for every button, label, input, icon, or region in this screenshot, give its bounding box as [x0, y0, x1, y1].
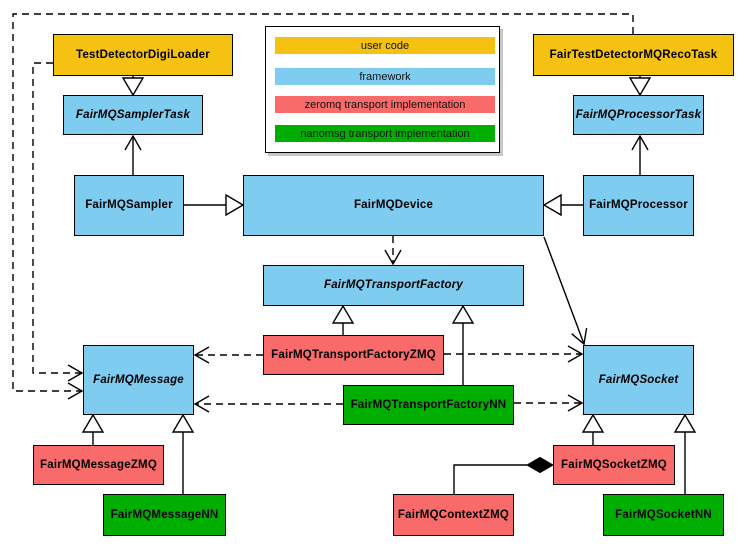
legend-item-nanomsg: nanomsg transport implementation: [275, 125, 495, 142]
class-box-fairmqsocket: FairMQSocket: [583, 345, 694, 415]
class-box-fairmqprocessortask: FairMQProcessorTask: [573, 95, 704, 135]
edge-recotask-message: [12, 13, 634, 400]
class-box-fairmqtransportfactorynn: FairMQTransportFactoryNN: [343, 385, 514, 425]
class-box-fairmqsocketnn: FairMQSocketNN: [603, 494, 724, 536]
class-box-fairmqsocketzmq: FairMQSocketZMQ: [553, 445, 675, 485]
class-box-fairmqtransportfactoryzmq: FairMQTransportFactoryZMQ: [263, 335, 444, 375]
legend-item-framework: framework: [275, 68, 495, 85]
composition-diamond-icon: [525, 456, 555, 474]
class-box-fairmqprocessor: FairMQProcessor: [583, 175, 694, 236]
class-box-fairmqcontextzmq: FairMQContextZMQ: [393, 494, 514, 536]
edge-contextzmq-socketzmq: [453, 464, 527, 494]
legend-label-framework: framework: [359, 70, 411, 83]
class-box-fairmqdevice: FairMQDevice: [243, 175, 544, 236]
legend-item-user-code: user code: [275, 37, 495, 54]
legend-box: user code framework zeromq transport imp…: [265, 26, 500, 153]
class-box-testdetectordigiloader: TestDetectorDigiLoader: [53, 34, 233, 76]
class-box-fairmqtransportfactory: FairMQTransportFactory: [263, 265, 524, 306]
class-box-fairmqmessagezmq: FairMQMessageZMQ: [33, 445, 164, 485]
edge-digiloader-message: [32, 62, 84, 382]
legend-label-user-code: user code: [360, 39, 410, 52]
class-box-fairmqsampler: FairMQSampler: [74, 175, 184, 236]
legend-label-nanomsg: nanomsg transport implementation: [300, 127, 470, 140]
edge-device-socket: [543, 236, 588, 346]
class-box-fairmqmessage: FairMQMessage: [83, 345, 194, 415]
class-box-fairmqmessagenn: FairMQMessageNN: [103, 494, 226, 536]
legend-item-zeromq: zeromq transport implementation: [275, 96, 495, 113]
class-box-fairtestdetectormqrecotask: FairTestDetectorMQRecoTask: [533, 34, 734, 76]
legend-label-zeromq: zeromq transport implementation: [304, 98, 466, 111]
class-box-fairmqsamplertask: FairMQSamplerTask: [63, 95, 203, 135]
